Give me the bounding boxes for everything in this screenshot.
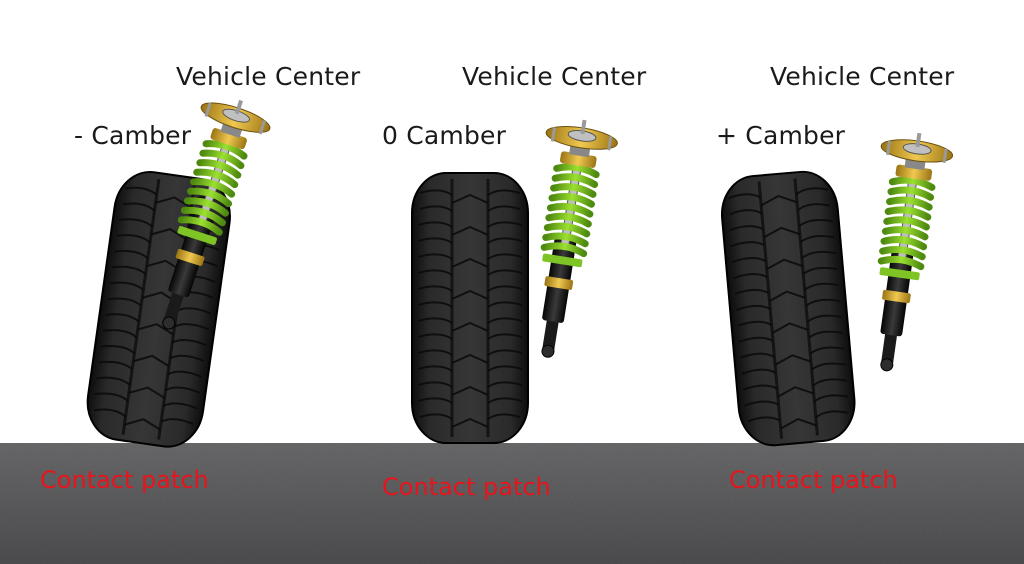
vehicle-center-label-1: Vehicle Center: [176, 62, 361, 91]
wheel-assembly-negative: [81, 89, 276, 453]
contact-patch-label-1: Contact patch: [40, 466, 209, 494]
tire-icon: [410, 171, 530, 445]
camber-label-positive: + Camber: [716, 121, 846, 150]
contact-patch-label-3: Contact patch: [729, 466, 898, 494]
camber-label-negative: - Camber: [74, 121, 192, 150]
vehicle-center-label-3: Vehicle Center: [770, 62, 955, 91]
contact-patch-label-2: Contact patch: [382, 473, 551, 501]
tire-icon: [717, 167, 860, 450]
vehicle-center-label-2: Vehicle Center: [462, 62, 647, 91]
tire-icon: [81, 166, 237, 453]
wheel-assembly-zero: [410, 114, 620, 445]
coilover-icon: [850, 128, 955, 376]
asphalt-ground: [0, 443, 1024, 564]
camber-label-zero: 0 Camber: [382, 121, 507, 150]
wheel-assembly-positive: [717, 128, 955, 450]
